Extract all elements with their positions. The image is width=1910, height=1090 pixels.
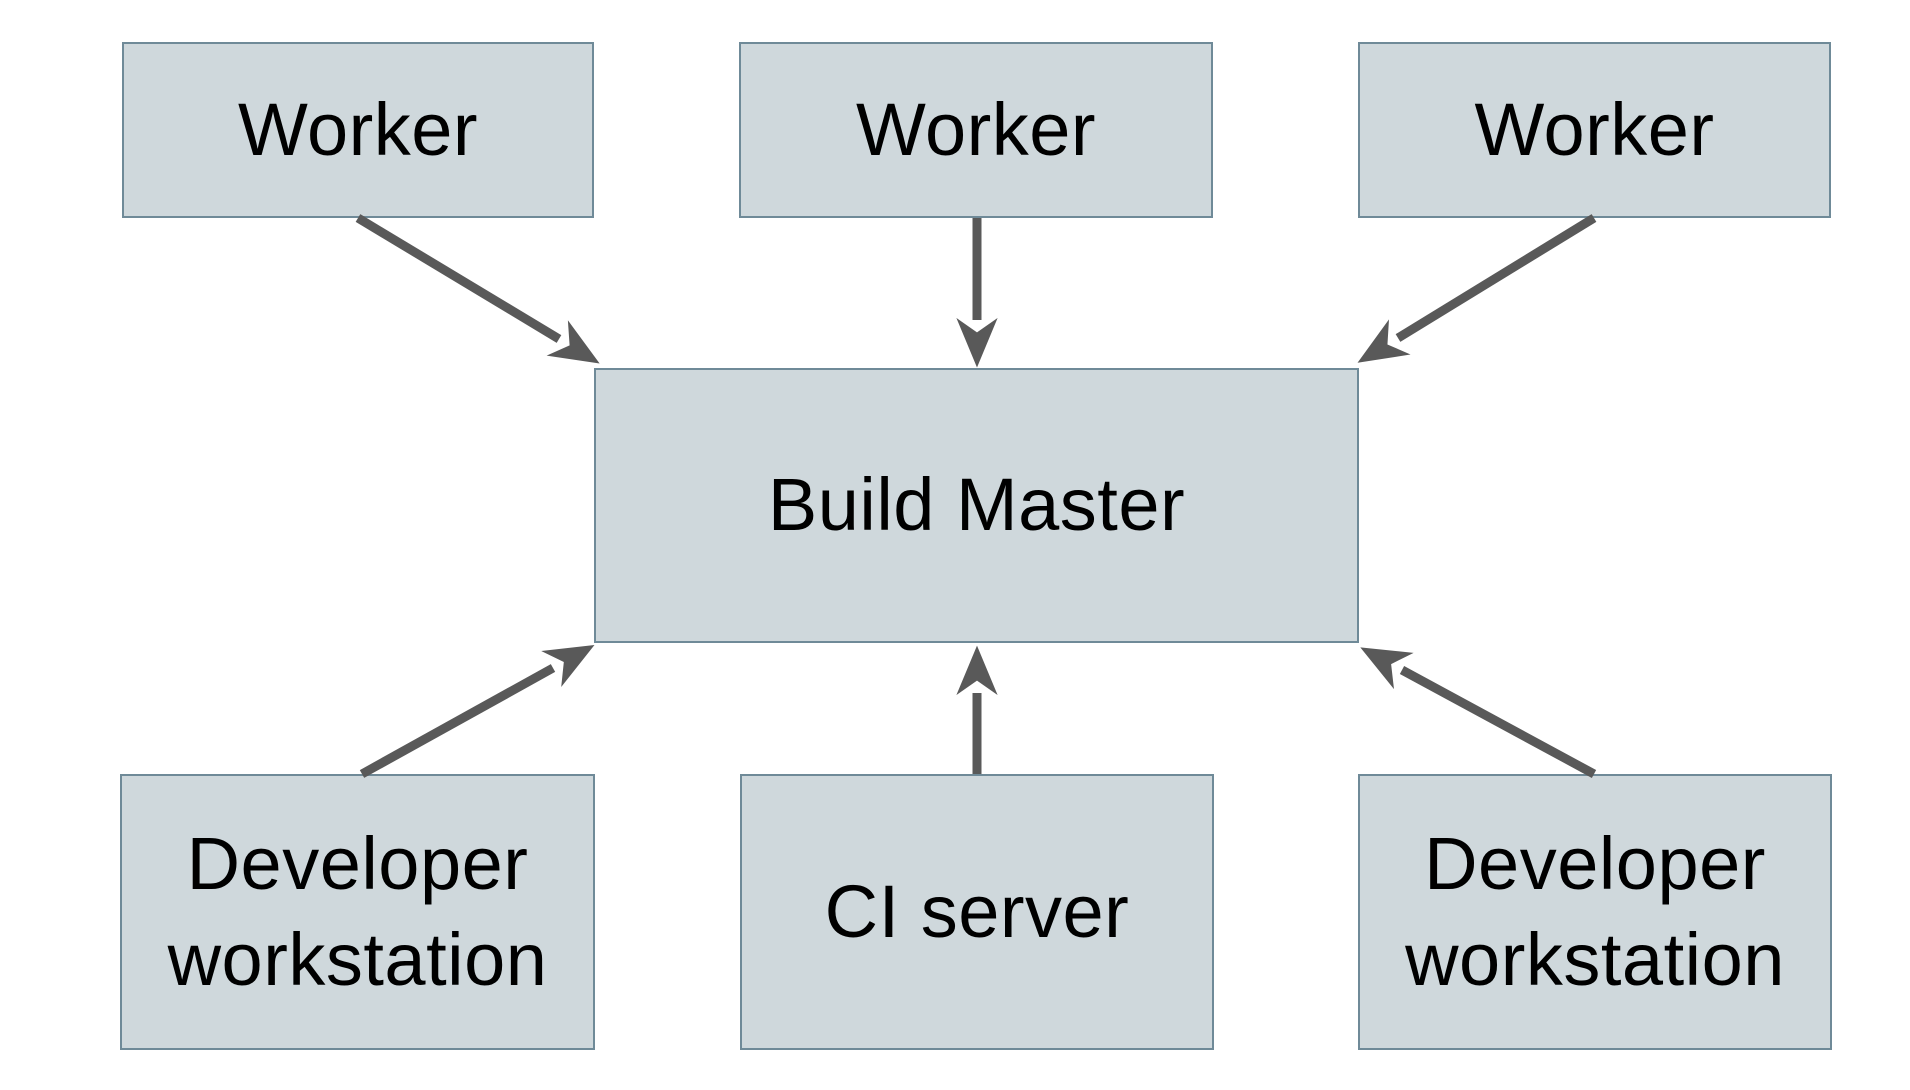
node-ci-server-label: CI server	[824, 869, 1130, 953]
node-worker-3-label: Worker	[1474, 87, 1715, 171]
node-dev-workstation-2: Developer workstation	[1358, 774, 1832, 1050]
node-ci-server: CI server	[740, 774, 1214, 1050]
node-worker-3: Worker	[1358, 42, 1831, 218]
edge-dev-workstation-1-build-master	[359, 644, 595, 778]
edge-worker-3-build-master	[1357, 214, 1597, 363]
node-build-master-label: Build Master	[767, 463, 1186, 547]
node-worker-1: Worker	[122, 42, 594, 218]
node-worker-2-label: Worker	[855, 87, 1097, 171]
node-dev-workstation-1-label: Developer workstation	[167, 821, 548, 1001]
node-build-master: Build Master	[594, 368, 1359, 643]
node-worker-1-label: Worker	[237, 87, 479, 171]
node-dev-workstation-2-label: Developer workstation	[1405, 821, 1785, 1001]
edge-dev-workstation-2-build-master	[1360, 647, 1597, 778]
node-dev-workstation-1: Developer workstation	[120, 774, 595, 1050]
edge-worker-1-build-master	[355, 214, 600, 364]
node-worker-2: Worker	[739, 42, 1213, 218]
